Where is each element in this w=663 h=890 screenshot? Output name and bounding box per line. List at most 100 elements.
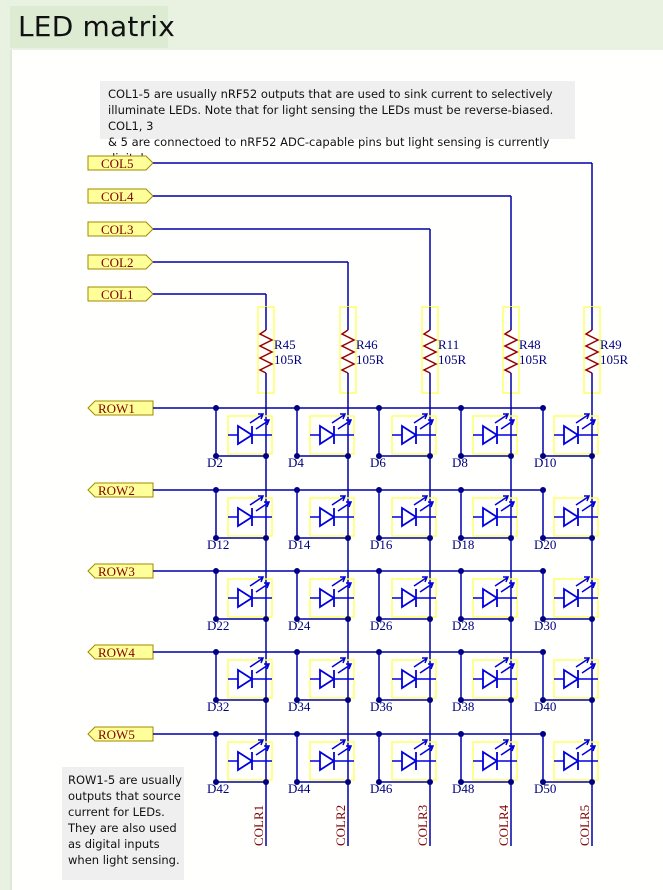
led-emission-arrow — [500, 663, 516, 674]
junction-dot — [427, 697, 433, 703]
led-emission-arrow — [581, 745, 597, 756]
diode-ref: D46 — [370, 781, 393, 796]
junction-dot — [345, 697, 351, 703]
led-emission-arrow — [575, 576, 591, 587]
junction-dot — [540, 616, 546, 622]
led-symbol — [228, 495, 272, 528]
junction-dot — [458, 535, 464, 541]
column-net-label: COLR2 — [333, 805, 348, 846]
junction-dot — [213, 535, 219, 541]
led-symbol — [554, 495, 598, 528]
led-emission-arrow — [413, 576, 429, 587]
led-emission-arrow — [500, 501, 516, 512]
junction-dot — [508, 779, 514, 785]
resistor-symbol — [258, 329, 274, 374]
diode-ref: D32 — [207, 699, 229, 714]
led-symbol — [473, 413, 517, 446]
port-label: COL5 — [101, 156, 134, 171]
led-emission-arrow — [494, 413, 510, 424]
port-shape — [87, 221, 154, 237]
led-symbol — [473, 495, 517, 528]
port-shape — [87, 155, 154, 171]
led-triangle — [563, 750, 580, 772]
led-triangle — [482, 587, 499, 609]
led-symbol — [392, 576, 436, 609]
junction-dot — [589, 535, 595, 541]
junction-dot — [540, 779, 546, 785]
port-label: ROW4 — [98, 645, 135, 660]
led-symbol — [310, 413, 354, 446]
led-triangle — [401, 424, 418, 446]
junction-dot — [263, 535, 269, 541]
led-emission-arrow — [419, 419, 435, 430]
junction-dot — [458, 779, 464, 785]
led-emission-arrow — [337, 663, 353, 674]
port-shape — [87, 254, 154, 270]
led-symbol — [310, 495, 354, 528]
junction-dot — [294, 616, 300, 622]
led-emission-arrow — [249, 657, 265, 668]
led-emission-arrow — [249, 739, 265, 750]
resistor-ref: R49 — [600, 337, 622, 352]
junction-dot — [294, 697, 300, 703]
note-rows-line: ROW1-5 are usually — [68, 773, 182, 787]
led-triangle — [319, 506, 336, 528]
led-symbol — [473, 657, 517, 690]
port-label: COL1 — [101, 287, 134, 302]
title-banner — [10, 6, 168, 48]
led-emission-arrow — [581, 663, 597, 674]
resistor-ref: R46 — [356, 337, 378, 352]
port-label: COL4 — [101, 189, 134, 204]
junction-dot — [263, 616, 269, 622]
led-triangle — [482, 424, 499, 446]
led-emission-arrow — [500, 745, 516, 756]
diode-ref: D22 — [207, 618, 229, 633]
led-emission-arrow — [581, 501, 597, 512]
resistor-value: 105R — [600, 352, 629, 367]
led-emission-arrow — [337, 501, 353, 512]
led-emission-arrow — [575, 739, 591, 750]
junction-dot — [540, 535, 546, 541]
led-triangle — [482, 668, 499, 690]
junction-dot — [294, 453, 300, 459]
junction-dot — [589, 453, 595, 459]
resistor-ref: R45 — [274, 337, 296, 352]
junction-dot — [458, 616, 464, 622]
diode-ref: D14 — [288, 537, 311, 552]
note-rows-line: current for LEDs. — [68, 805, 165, 819]
resistor-value: 105R — [356, 352, 385, 367]
junction-dot — [345, 779, 351, 785]
diode-ref: D38 — [452, 699, 474, 714]
port-shape — [87, 286, 154, 302]
junction-dot — [213, 453, 219, 459]
led-emission-arrow — [255, 419, 271, 430]
led-emission-arrow — [255, 663, 271, 674]
diode-ref: D34 — [288, 699, 311, 714]
junction-dot — [508, 616, 514, 622]
junction-dot — [427, 779, 433, 785]
led-triangle — [237, 587, 254, 609]
led-emission-arrow — [337, 745, 353, 756]
junction-dot — [263, 453, 269, 459]
note-columns-line: COL1-5 are usually nRF52 outputs that ar… — [108, 87, 553, 101]
led-triangle — [401, 587, 418, 609]
led-emission-arrow — [331, 413, 347, 424]
page-title: LED matrix — [18, 10, 176, 43]
junction-dot — [294, 779, 300, 785]
led-emission-arrow — [413, 495, 429, 506]
junction-dot — [427, 453, 433, 459]
led-triangle — [563, 668, 580, 690]
junction-dot — [263, 779, 269, 785]
port-label: COL3 — [101, 222, 134, 237]
led-triangle — [237, 668, 254, 690]
led-symbol — [392, 657, 436, 690]
led-emission-arrow — [581, 582, 597, 593]
junction-dot — [376, 616, 382, 622]
port-col1 — [87, 286, 154, 302]
diode-ref: D30 — [534, 618, 556, 633]
resistor-value: 105R — [519, 352, 548, 367]
junction-dot — [345, 453, 351, 459]
led-emission-arrow — [575, 657, 591, 668]
led-triangle — [563, 424, 580, 446]
led-emission-arrow — [255, 501, 271, 512]
